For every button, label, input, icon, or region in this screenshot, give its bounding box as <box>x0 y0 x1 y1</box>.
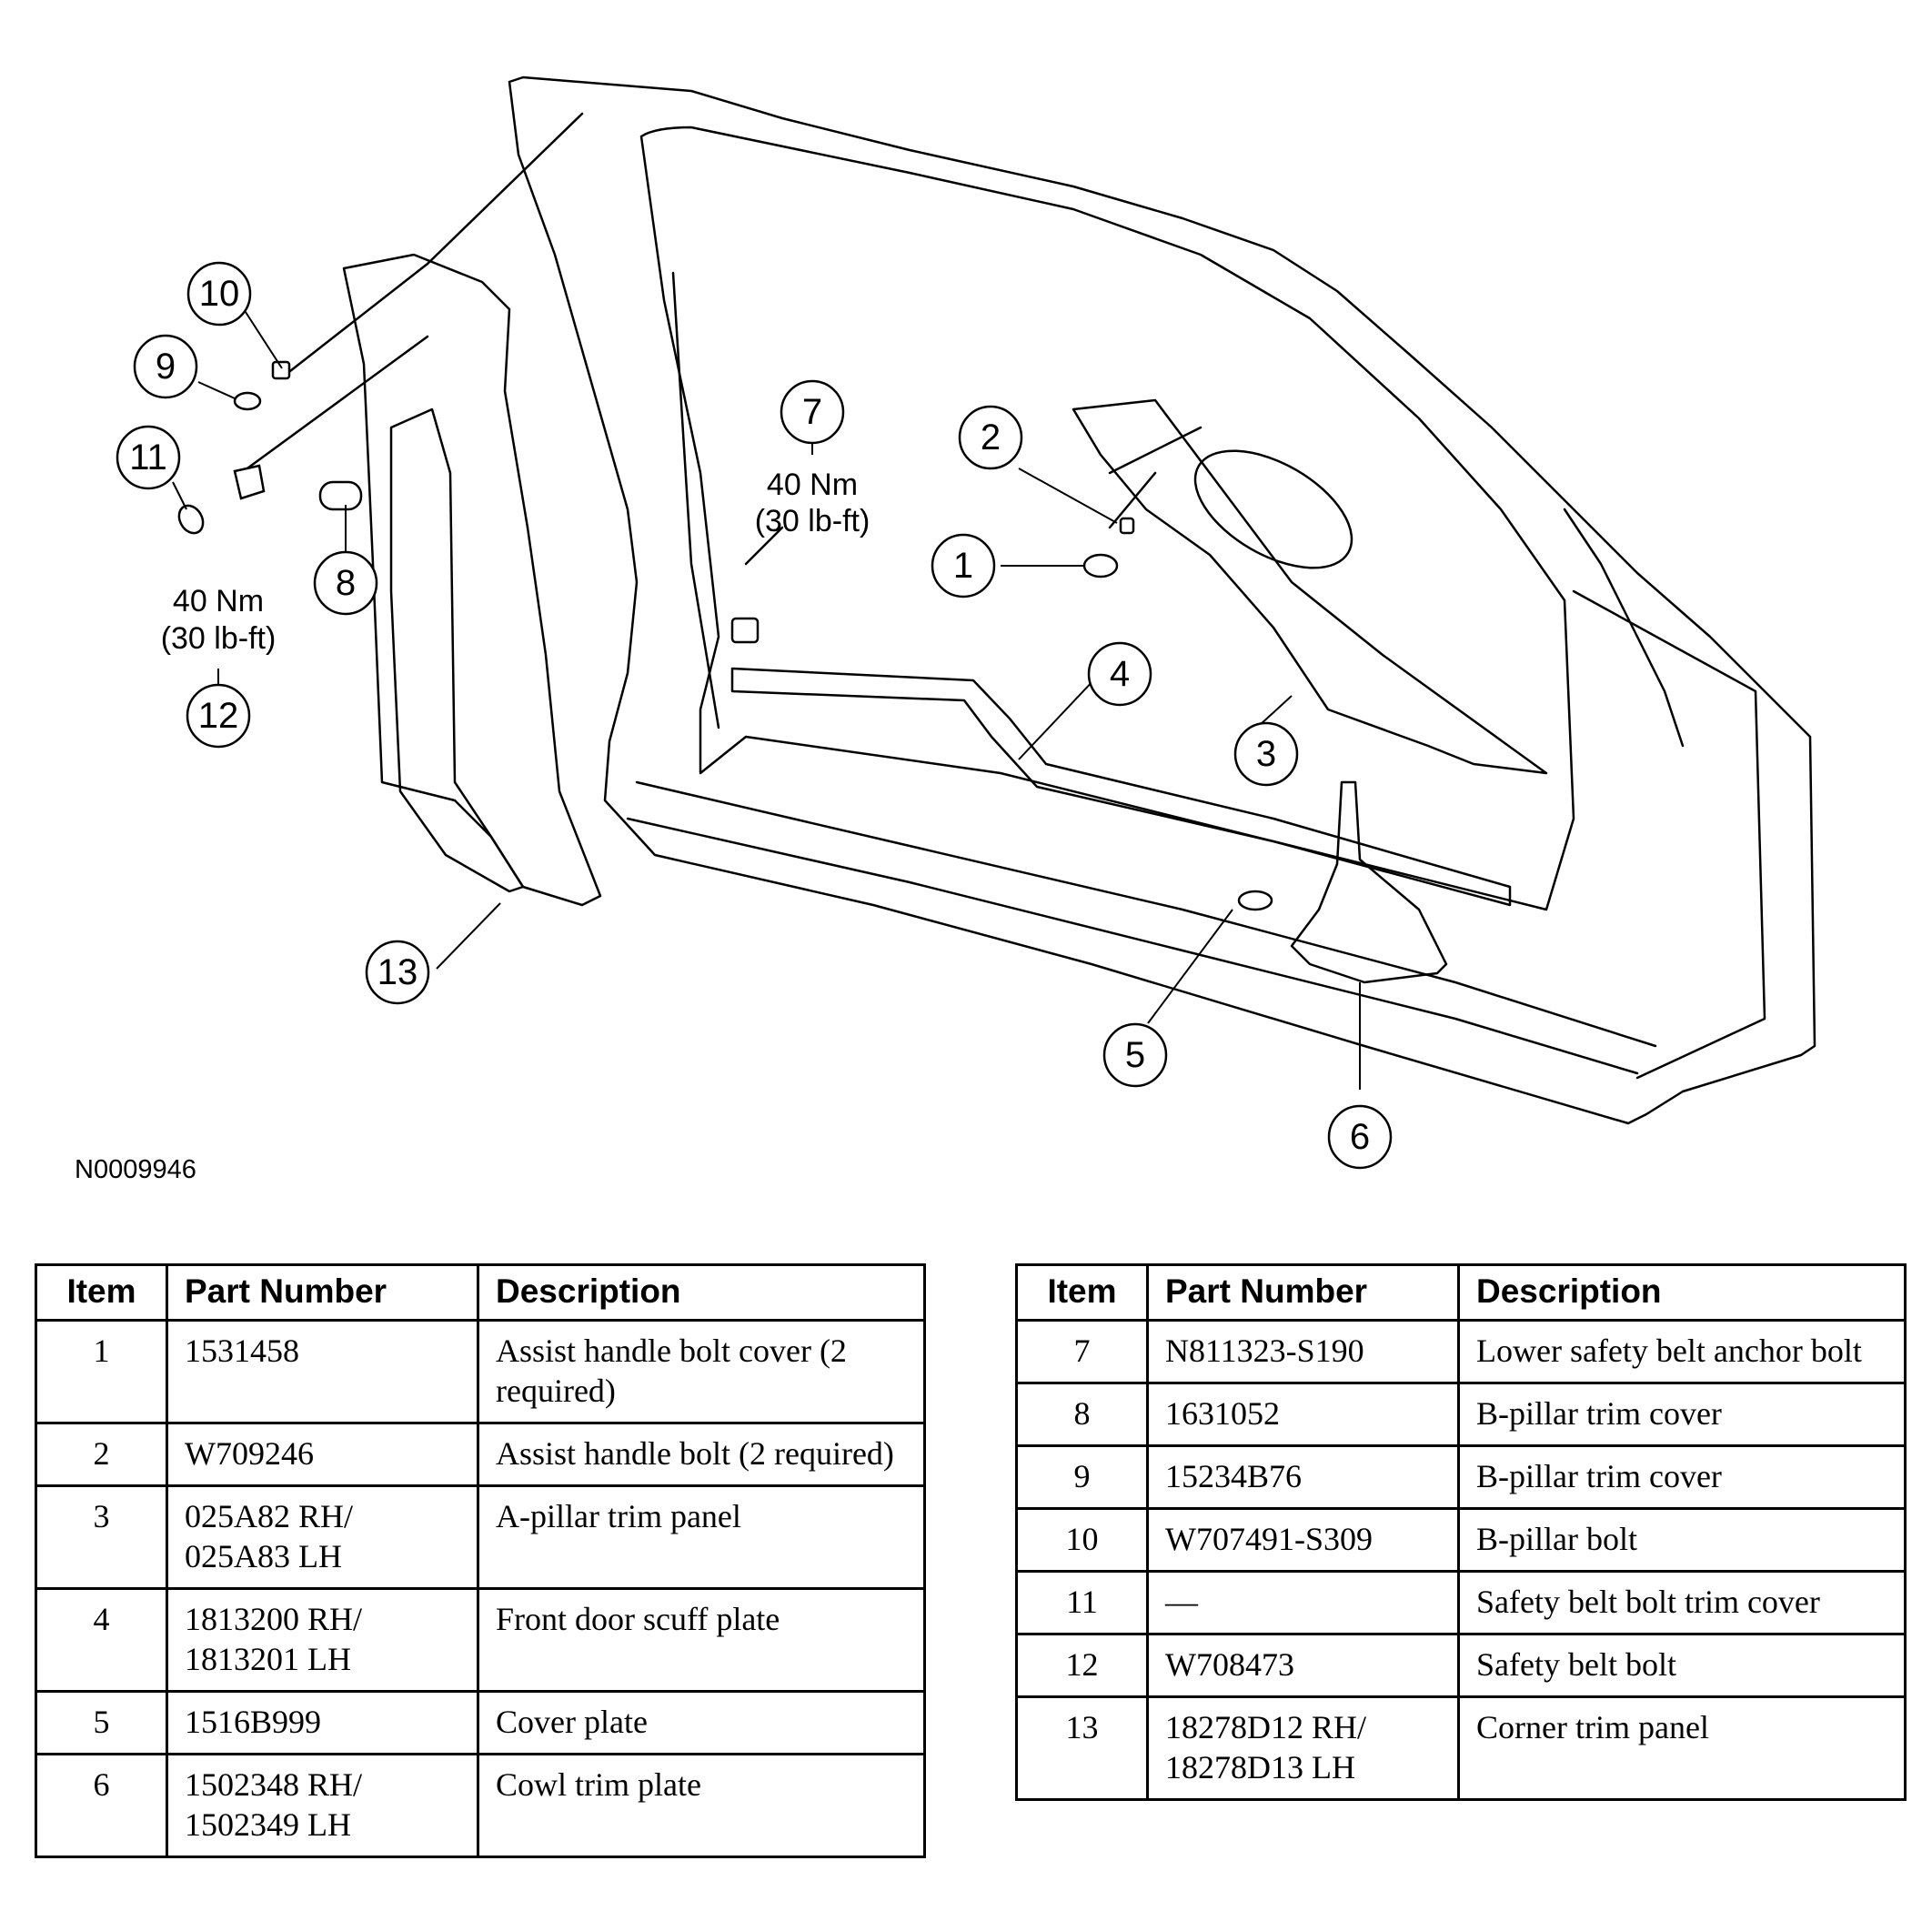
torque-12-lbft: (30 lb-ft) <box>161 621 277 656</box>
bolt-12 <box>233 464 266 500</box>
corner-trim-panel <box>389 407 525 893</box>
part-number-cell: W709246 <box>166 1422 479 1487</box>
description-cell: Front door scuff plate <box>477 1587 926 1693</box>
header-description: Description <box>477 1263 926 1322</box>
part-number-cell: W708473 <box>1146 1633 1460 1698</box>
part-number-cell: 1531458 <box>166 1319 479 1424</box>
callout-8: 8 <box>336 563 356 603</box>
part-number-cell: — <box>1146 1570 1460 1635</box>
header-part-number: Part Number <box>1146 1263 1460 1322</box>
item-cell: 12 <box>1015 1633 1149 1698</box>
description-cell: Assist handle bolt cover (2 required) <box>477 1319 926 1424</box>
a-pillar-trim-panel <box>1072 398 1548 775</box>
callout-12: 12 <box>198 696 239 736</box>
part-number-cell: 025A82 RH/ 025A83 LH <box>166 1484 479 1590</box>
bolt-7 <box>730 617 760 644</box>
item-cell: 11 <box>1015 1570 1149 1635</box>
cover-5 <box>1237 890 1273 911</box>
item-cell: 9 <box>1015 1444 1149 1510</box>
table-header-row: Item Part Number Description <box>35 1263 926 1322</box>
description-cell: Lower safety belt anchor bolt <box>1457 1319 1907 1384</box>
item-cell: 3 <box>35 1484 168 1590</box>
cover-11 <box>177 504 205 535</box>
item-cell: 4 <box>35 1587 168 1693</box>
callout-4: 4 <box>1110 654 1130 694</box>
bolt-10 <box>271 360 291 380</box>
part-number-cell: 18278D12 RH/ 18278D13 LH <box>1146 1695 1460 1801</box>
table-header-row: Item Part Number Description <box>1015 1263 1907 1322</box>
torque-7-nm: 40 Nm <box>767 468 858 502</box>
torque-7-lbft: (30 lb-ft) <box>755 504 870 538</box>
body-side-frame <box>508 75 1816 1125</box>
part-number-cell: 1516B999 <box>166 1690 479 1755</box>
description-cell: Safety belt bolt trim cover <box>1457 1570 1907 1635</box>
exploded-view-diagram: 1 2 3 4 5 6 7 8 9 10 11 12 13 40 Nm (30 … <box>116 75 1816 1170</box>
bolt-2 <box>1119 517 1135 535</box>
table-row: 11—Safety belt bolt trim cover <box>1015 1570 1907 1635</box>
description-cell: B-pillar trim cover <box>1457 1382 1907 1447</box>
description-cell: B-pillar bolt <box>1457 1507 1907 1573</box>
front-door-scuff-plate <box>730 667 1512 907</box>
item-cell: 6 <box>35 1753 168 1858</box>
description-cell: A-pillar trim panel <box>477 1484 926 1590</box>
callout-2: 2 <box>981 417 1001 458</box>
cover-8 <box>318 480 363 511</box>
description-cell: B-pillar trim cover <box>1457 1444 1907 1510</box>
description-cell: Safety belt bolt <box>1457 1633 1907 1698</box>
part-number-cell: W707491-S309 <box>1146 1507 1460 1573</box>
item-cell: 13 <box>1015 1695 1149 1801</box>
callout-5: 5 <box>1125 1035 1145 1075</box>
callout-3: 3 <box>1256 734 1276 774</box>
item-cell: 5 <box>35 1690 168 1755</box>
cover-1 <box>1082 553 1119 578</box>
torque-12-nm: 40 Nm <box>173 584 264 619</box>
item-cell: 1 <box>35 1319 168 1424</box>
header-item: Item <box>35 1263 168 1322</box>
callout-13: 13 <box>377 952 418 992</box>
figure-id: N0009946 <box>75 1155 196 1184</box>
part-number-cell: N811323-S190 <box>1146 1319 1460 1384</box>
callout-1: 1 <box>953 546 973 586</box>
header-item: Item <box>1015 1263 1149 1322</box>
item-cell: 10 <box>1015 1507 1149 1573</box>
part-number-cell: 1631052 <box>1146 1382 1460 1447</box>
description-cell: Cowl trim plate <box>477 1753 926 1858</box>
description-cell: Assist handle bolt (2 required) <box>477 1422 926 1487</box>
callout-9: 9 <box>156 347 176 387</box>
part-number-cell: 1813200 RH/ 1813201 LH <box>166 1587 479 1693</box>
callout-7: 7 <box>802 392 822 432</box>
door-opening <box>639 126 1575 911</box>
part-number-cell: 15234B76 <box>1146 1444 1460 1510</box>
callout-6: 6 <box>1350 1117 1370 1157</box>
callout-10: 10 <box>199 274 240 314</box>
description-cell: Corner trim panel <box>1457 1695 1907 1801</box>
part-number-cell: 1502348 RH/ 1502349 LH <box>166 1753 479 1858</box>
item-cell: 8 <box>1015 1382 1149 1447</box>
item-cell: 7 <box>1015 1319 1149 1384</box>
b-pillar-trim-panel <box>342 253 602 907</box>
item-cell: 2 <box>35 1422 168 1487</box>
header-part-number: Part Number <box>166 1263 479 1322</box>
header-description: Description <box>1457 1263 1907 1322</box>
cover-9 <box>233 391 262 411</box>
description-cell: Cover plate <box>477 1690 926 1755</box>
cowl-trim-plate <box>1290 780 1448 984</box>
callout-11: 11 <box>129 438 167 478</box>
